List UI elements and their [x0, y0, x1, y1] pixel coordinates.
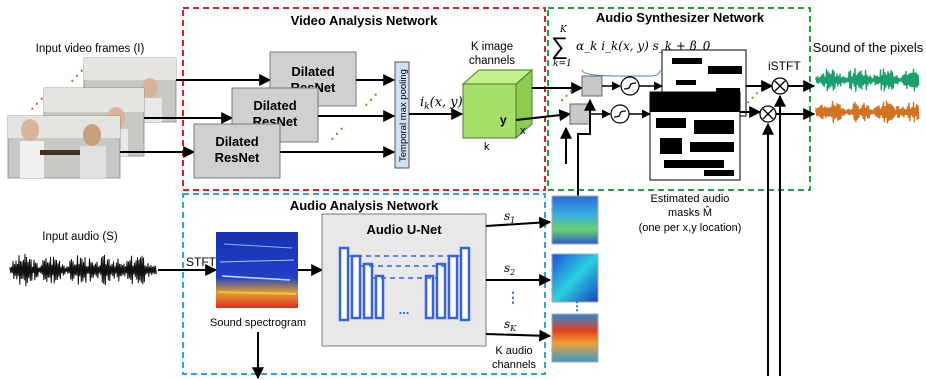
multiply-node-2	[759, 105, 777, 123]
audio-channel-2	[551, 253, 599, 303]
video-network-box	[182, 7, 546, 191]
est-masks-label-1: Estimated audio	[651, 193, 730, 205]
sum-lower: k=1	[553, 59, 572, 69]
stft-label: STFT	[186, 255, 217, 269]
output-wave-green	[815, 67, 920, 93]
resnet-dots-2: ⋰	[330, 125, 344, 141]
audio-channel-1	[551, 195, 599, 245]
svg-text:ResNet: ResNet	[215, 150, 260, 165]
resnet-dots: ⋰	[364, 91, 378, 107]
synth-network-title: Audio Synthesizer Network	[596, 10, 765, 25]
mask-dots: ⋰	[746, 90, 759, 105]
input-audio-label: Input audio (S)	[42, 231, 118, 243]
svg-text:Dilated: Dilated	[215, 134, 258, 149]
audio-network-title: Audio Analysis Network	[290, 198, 439, 213]
channel-dots: ⋮	[571, 299, 583, 313]
video-frame-front	[7, 115, 121, 179]
unet-dots: ...	[399, 302, 410, 317]
k-audio-label-1: K audio	[495, 345, 532, 357]
s2-label: s2	[504, 261, 515, 277]
frames-dots-1: ⋰	[70, 67, 84, 83]
resnet-box-front: Dilated ResNet	[193, 123, 281, 179]
unet-box	[321, 213, 487, 347]
s-dots: ⋮	[506, 289, 520, 305]
output-wave-orange	[815, 100, 920, 124]
est-masks-label-3: (one per x,y location)	[639, 222, 742, 234]
frames-dots-2: ⋰	[30, 95, 44, 111]
unet-label: Audio U-Net	[366, 222, 442, 237]
ik-label: ik(x, y)	[420, 95, 463, 112]
unet-layers	[338, 246, 471, 322]
video-network-title: Video Analysis Network	[291, 13, 438, 28]
k-image-label-1: K image	[471, 41, 513, 53]
synth-unit-1	[581, 75, 603, 97]
multiply-node-1	[771, 77, 789, 95]
cube-y-label: y	[500, 113, 507, 127]
sK-label: sK	[504, 317, 517, 333]
audio-channel-K	[551, 313, 599, 363]
input-frames-label: Input video frames (I)	[36, 43, 145, 55]
cube-dots: ⋰	[560, 88, 573, 103]
image-feature-cube: y x k	[461, 68, 534, 153]
sound-of-pixels-label: Sound of the pixels	[813, 40, 924, 55]
mask-image-front	[649, 91, 741, 181]
sound-spectrogram-label: Sound spectrogram	[210, 317, 306, 329]
synth-unit-2	[569, 103, 591, 125]
audio-feature-line-1	[577, 98, 596, 196]
sum-sigma: ∑	[551, 33, 568, 60]
synth-network-box	[547, 7, 811, 191]
svg-text:Dilated: Dilated	[253, 98, 296, 113]
sum-upper: K	[559, 25, 568, 35]
istft-label: iSTFT	[768, 59, 801, 73]
k-image-label-2: channels	[469, 55, 515, 67]
arrow-cube-unit2	[515, 109, 572, 122]
unet-skip-connections	[348, 255, 461, 279]
cube-x-label: x	[520, 125, 526, 137]
cube-k-label: k	[484, 141, 490, 153]
est-masks-label-2: masks M̂	[668, 205, 712, 219]
svg-text:Dilated: Dilated	[291, 64, 334, 79]
sound-spectrogram	[216, 232, 298, 308]
temporal-pooling-label: Temporal max pooling	[398, 69, 409, 162]
input-audio-wave	[9, 253, 157, 287]
s1-label: s1	[504, 209, 515, 225]
k-audio-label-2: channels	[492, 359, 537, 371]
